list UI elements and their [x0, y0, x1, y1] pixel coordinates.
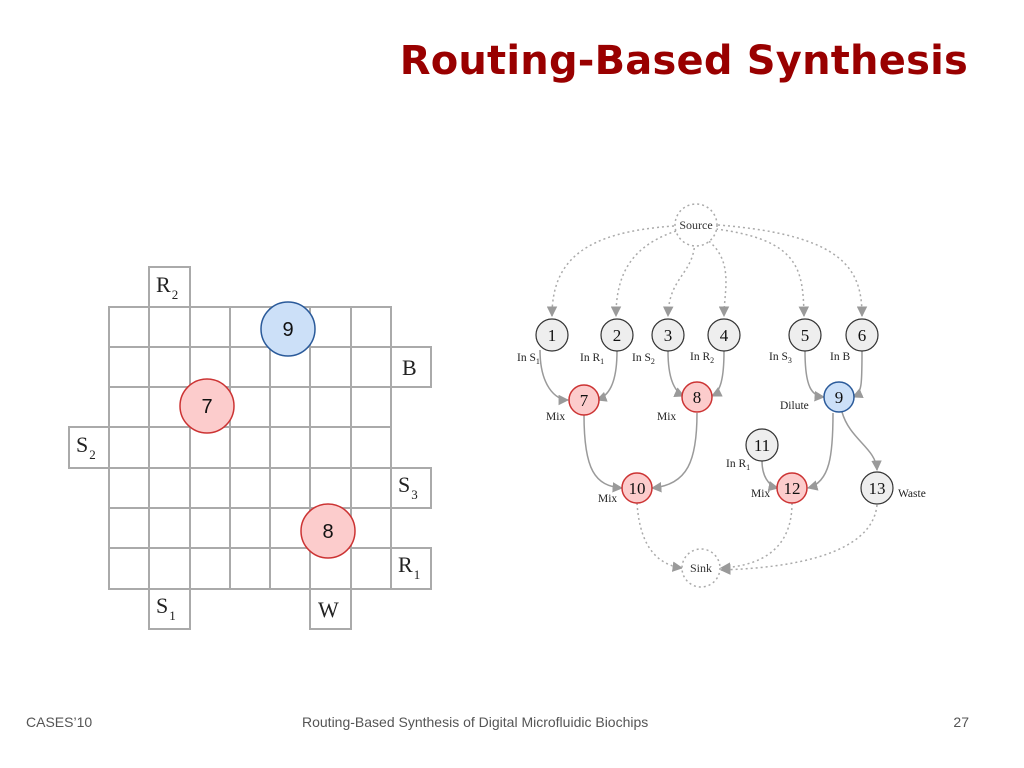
node-label-12: Mix [751, 488, 770, 500]
node-label-10: Mix [598, 493, 617, 505]
svg-text:4: 4 [720, 326, 729, 345]
footer-paper-title: Routing-Based Synthesis of Digital Micro… [302, 714, 649, 730]
node-11: 11 [745, 428, 779, 462]
node-label-9: Dilute [780, 400, 809, 412]
sink-node: Sink [681, 548, 721, 588]
port-cell-w [309, 588, 352, 630]
svg-text:2: 2 [613, 326, 622, 345]
port-label-s2: S2 [76, 432, 96, 462]
node-7: 7 [568, 384, 600, 416]
node-label-4: In R2 [690, 351, 714, 365]
port-cell-b [390, 346, 432, 388]
node-label-3: In S2 [632, 352, 655, 366]
node-label-5: In S3 [769, 351, 792, 365]
svg-text:6: 6 [858, 326, 867, 345]
droplet-8: 8 [300, 503, 356, 559]
svg-text:8: 8 [693, 388, 702, 407]
svg-text:1: 1 [548, 326, 557, 345]
node-8: 8 [681, 381, 713, 413]
port-cell-s1 [148, 588, 191, 630]
port-label-s1: S1 [156, 593, 176, 623]
port-label-r2: R2 [156, 272, 178, 302]
biochip-grid: R2 B S2 S3 R1 S1 W 9 7 8 [68, 266, 432, 630]
node-3: 3 [651, 318, 685, 352]
footer-conference: CASES’10 [26, 714, 93, 730]
node-2: 2 [600, 318, 634, 352]
node-5: 5 [788, 318, 822, 352]
node-12: 12 [776, 472, 808, 504]
port-label-b: B [402, 355, 417, 380]
node-label-13: Waste [898, 488, 926, 500]
svg-text:7: 7 [201, 396, 212, 418]
node-6: 6 [845, 318, 879, 352]
svg-text:11: 11 [754, 436, 770, 455]
port-label-w: W [318, 597, 339, 622]
port-cell-r1 [390, 547, 432, 590]
node-label-6: In B [830, 351, 850, 363]
svg-text:3: 3 [664, 326, 673, 345]
droplet-9: 9 [260, 301, 316, 357]
port-cell-s3 [390, 467, 432, 509]
sequencing-graph: Source Sink 1 2 3 4 [517, 203, 926, 588]
slide-title: Routing-Based Synthesis [399, 38, 968, 84]
node-4: 4 [707, 318, 741, 352]
svg-text:5: 5 [801, 326, 810, 345]
port-label-s3: S3 [398, 472, 418, 502]
svg-text:13: 13 [869, 479, 886, 498]
footer-page-number: 27 [953, 714, 969, 730]
port-cell-s2 [68, 426, 110, 469]
svg-text:9: 9 [835, 388, 844, 407]
node-10: 10 [621, 472, 653, 504]
droplet-7: 7 [179, 378, 235, 434]
node-label-1: In S1 [517, 352, 540, 366]
node-label-2: In R1 [580, 352, 604, 366]
svg-text:8: 8 [322, 521, 333, 543]
source-node: Source [674, 203, 718, 247]
svg-text:10: 10 [629, 479, 646, 498]
svg-text:7: 7 [580, 391, 589, 410]
node-9: 9 [823, 381, 855, 413]
port-label-r1: R1 [398, 552, 420, 582]
node-label-7: Mix [546, 411, 565, 423]
node-label-8: Mix [657, 411, 676, 423]
node-13: 13 [860, 471, 894, 505]
port-cell-r2 [148, 266, 191, 308]
svg-text:9: 9 [282, 319, 293, 341]
svg-text:12: 12 [784, 479, 801, 498]
svg-text:Sink: Sink [690, 561, 712, 575]
node-label-11: In R1 [726, 458, 750, 472]
node-1: 1 [535, 318, 569, 352]
svg-text:Source: Source [679, 218, 712, 232]
